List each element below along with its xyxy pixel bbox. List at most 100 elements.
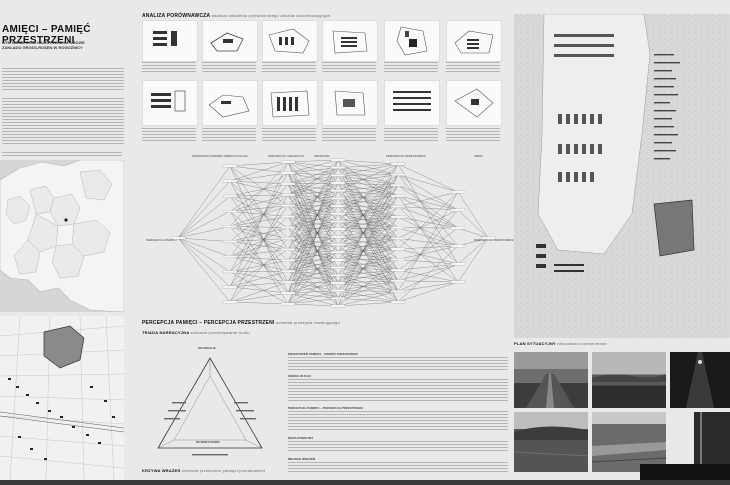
- network-node: [281, 183, 295, 185]
- network-node: [331, 297, 345, 299]
- perception-heading: PERCEPCJA PAMIĘCI – PERCEPCJA PRZESTRZEN…: [142, 320, 340, 326]
- text-section-label-4: MAPA POWIETRZ: [288, 436, 313, 440]
- network-node: [331, 220, 345, 222]
- network-link: [230, 302, 288, 304]
- intro-paragraph: [2, 68, 124, 90]
- network-link: [230, 181, 288, 282]
- network-link: [288, 191, 338, 250]
- description-paragraph: [2, 98, 124, 146]
- network-link: [338, 245, 398, 302]
- network-link: [288, 271, 338, 298]
- video-overlay[interactable]: [640, 464, 730, 480]
- network-link: [398, 228, 458, 246]
- network-node: [281, 281, 295, 283]
- photo-path-drawing: [592, 412, 666, 472]
- network-node: [281, 303, 295, 305]
- network-node: [451, 281, 465, 283]
- left-site-plan: [0, 316, 124, 480]
- text-section-label-5: MIEJSCE WRAŻEŃ: [288, 457, 315, 461]
- network-link: [230, 173, 288, 181]
- network-link: [288, 175, 338, 271]
- network-node: [391, 184, 405, 186]
- comparison-thumb-4: [322, 20, 378, 62]
- network-node: [223, 225, 237, 227]
- network-node: [281, 270, 295, 272]
- network-link: [458, 210, 488, 238]
- photo-road-drawing: [514, 352, 588, 408]
- network-diagram: WIDMOWŚĆ (PAMIĘĆ OBIECKTUALNA) PERCEPCJA…: [138, 152, 508, 312]
- network-link: [398, 246, 458, 302]
- network-node: [281, 248, 295, 250]
- network-node: [451, 245, 465, 247]
- perception-heading-text: PERCEPCJA PAMIĘCI – PERCEPCJA PRZESTRZEN…: [142, 320, 274, 326]
- network-node: [391, 216, 405, 218]
- network-link: [338, 175, 398, 176]
- network-link: [458, 228, 488, 238]
- network-node: [391, 301, 405, 303]
- photo-field-drawing: [592, 352, 666, 408]
- network-link: [230, 271, 288, 272]
- network-link: [338, 196, 398, 199]
- europe-map: [0, 160, 124, 312]
- network-link: [398, 246, 458, 260]
- site-plan-large: [514, 14, 730, 338]
- network-link: [338, 249, 398, 283]
- network-link: [288, 298, 338, 304]
- network-node: [391, 290, 405, 292]
- network-link: [230, 184, 288, 257]
- network-node: [281, 237, 295, 239]
- network-link: [398, 185, 458, 210]
- network-node: [223, 271, 237, 273]
- network-node: [391, 226, 405, 228]
- network-node: [223, 210, 237, 212]
- network-node: [331, 282, 345, 284]
- network-node: [451, 263, 465, 265]
- network-link: [338, 302, 398, 306]
- network-node: [223, 301, 237, 303]
- network-link: [230, 195, 288, 302]
- photo-4: [514, 412, 588, 472]
- network-link: [178, 238, 230, 272]
- network-link: [338, 268, 398, 281]
- network-node: [331, 274, 345, 276]
- network-link: [338, 175, 398, 185]
- network-link: [338, 281, 398, 291]
- network-link: [398, 282, 458, 302]
- network-node: [281, 161, 295, 163]
- network-node: [331, 174, 345, 176]
- network-link: [338, 185, 398, 198]
- comparison-thumb-1: [142, 20, 198, 62]
- triad-heading-text: TRIADA NARRACYJNA: [142, 330, 189, 335]
- network-node: [281, 226, 295, 228]
- network-link: [178, 196, 230, 238]
- network-link: [178, 238, 230, 257]
- network-link: [398, 270, 458, 282]
- triad-heading-sub: schemat przewidywanie ruchu: [191, 330, 250, 335]
- network-node: [391, 173, 405, 175]
- network-link: [398, 196, 458, 210]
- perception-heading-sub: schemat przeżycia rewelującego: [276, 320, 340, 325]
- text-section-label-3: PERCEPCJA PAMIĘCI – PERCEPCJA PRZESTRZEN…: [288, 406, 363, 410]
- network-node: [223, 165, 237, 167]
- network-link: [288, 160, 338, 162]
- photo-forest-drawing: [514, 412, 588, 472]
- network-node: [451, 227, 465, 229]
- thumb-plan-icon: [263, 21, 317, 61]
- network-node: [223, 255, 237, 257]
- network-node: [451, 191, 465, 193]
- network-link: [398, 217, 458, 228]
- triangle-top-label: OKARIACJA: [198, 346, 216, 350]
- network-node: [331, 251, 345, 253]
- network-link: [178, 226, 230, 238]
- network-link: [398, 192, 458, 206]
- network-link: [288, 160, 338, 206]
- network-node: [331, 236, 345, 238]
- comparison-thumb-10: [322, 80, 378, 126]
- comparison-thumb-2: [202, 20, 258, 62]
- network-link: [288, 168, 338, 239]
- network-link: [230, 226, 288, 227]
- network-node: [481, 237, 495, 239]
- network-link: [338, 237, 398, 249]
- network-link: [178, 166, 230, 238]
- triangle-bottom-label: WYDOBYCIOWA: [196, 440, 220, 444]
